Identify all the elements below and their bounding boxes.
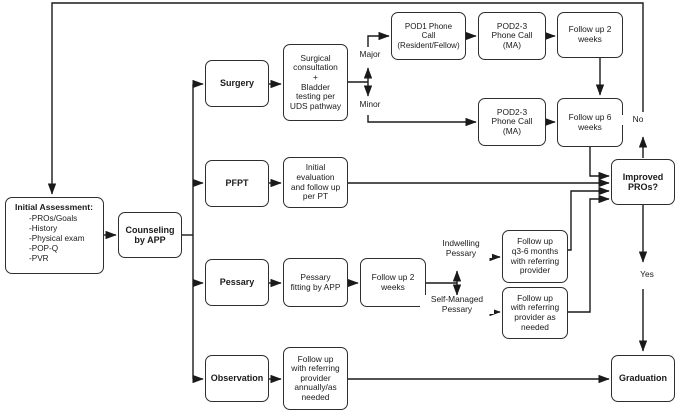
edge-fu6w-to-improved bbox=[589, 147, 610, 181]
node-observation: Observation bbox=[205, 355, 269, 402]
node-initial-assessment: Initial Assessment: -PROs/Goals -History… bbox=[5, 197, 104, 274]
node-graduation: Graduation bbox=[611, 355, 675, 402]
node-improved-pros: Improved PROs? bbox=[611, 159, 675, 205]
node-counseling-by-app: Counseling by APP bbox=[118, 212, 182, 258]
label-major: Major bbox=[350, 49, 390, 60]
edge-no-feedback-loop bbox=[47, 2, 644, 195]
edge-q36-to-improved bbox=[568, 186, 610, 251]
label-minor: Minor bbox=[350, 99, 390, 110]
node-observation-followup: Follow up with referring provider annual… bbox=[283, 347, 348, 410]
node-surgery: Surgery bbox=[205, 60, 269, 107]
node-followup-6-weeks: Follow up 6 weeks bbox=[557, 98, 623, 147]
node-followup-2-weeks-surgery: Follow up 2 weeks bbox=[557, 12, 623, 58]
initial-assessment-title: Initial Assessment: bbox=[15, 202, 94, 212]
node-followup-as-needed: Follow up with referring provider as nee… bbox=[502, 287, 568, 339]
node-pt-evaluation: Initial evaluation and follow up per PT bbox=[283, 157, 348, 208]
edge-major-to-pod1 bbox=[367, 31, 390, 47]
label-indwelling-pessary: Indwelling Pessary bbox=[430, 238, 492, 259]
edge-minor-to-pod23 bbox=[367, 115, 477, 127]
edge-prn-to-improved bbox=[568, 194, 610, 313]
label-self-managed-pessary: Self-Managed Pessary bbox=[420, 294, 494, 315]
initial-assessment-item: -History bbox=[29, 223, 58, 233]
node-pessary-fitting: Pessary fitting by APP bbox=[283, 258, 348, 307]
node-followup-2-weeks-pessary: Follow up 2 weeks bbox=[360, 258, 426, 307]
node-pod23-phone-call-major: POD2-3 Phone Call (MA) bbox=[478, 12, 546, 60]
initial-assessment-item: -POP-Q bbox=[29, 243, 59, 253]
node-followup-q3-6-months: Follow up q3-6 months with referring pro… bbox=[502, 230, 568, 283]
node-pessary: Pessary bbox=[205, 259, 269, 306]
node-surgical-consultation: Surgical consultation + Bladder testing … bbox=[283, 44, 348, 121]
label-yes: Yes bbox=[629, 269, 665, 280]
node-pod1-phone-call: POD1 Phone Call (Resident/Fellow) bbox=[391, 12, 466, 60]
node-pod23-phone-call-minor: POD2-3 Phone Call (MA) bbox=[478, 98, 546, 146]
initial-assessment-item: -Physical exam bbox=[29, 233, 85, 243]
node-pfpt: PFPT bbox=[205, 160, 269, 207]
initial-assessment-item: -PVR bbox=[29, 253, 49, 263]
initial-assessment-item: -PROs/Goals bbox=[29, 213, 78, 223]
label-no: No bbox=[620, 114, 656, 125]
